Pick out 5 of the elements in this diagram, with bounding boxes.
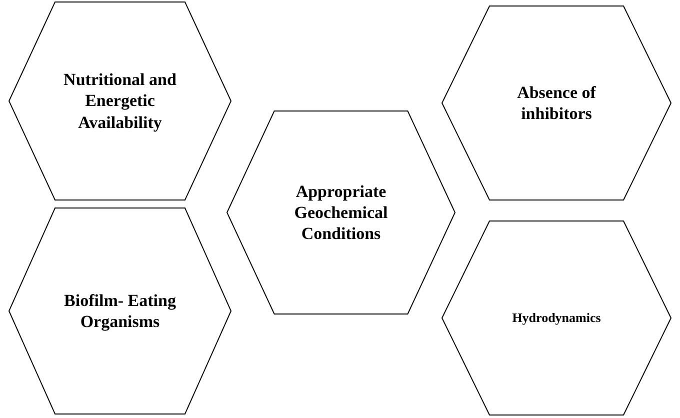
hexagon-label: Hydrodynamics: [512, 310, 601, 326]
hexagon-label: Absence of inhibitors: [516, 82, 598, 124]
hexagon-label: Nutritional and Energetic Availability: [62, 69, 178, 133]
hexagon-label: Biofilm- Eating Organisms: [63, 290, 177, 332]
hexagon-label: Appropriate Geochemical Conditions: [293, 180, 389, 244]
